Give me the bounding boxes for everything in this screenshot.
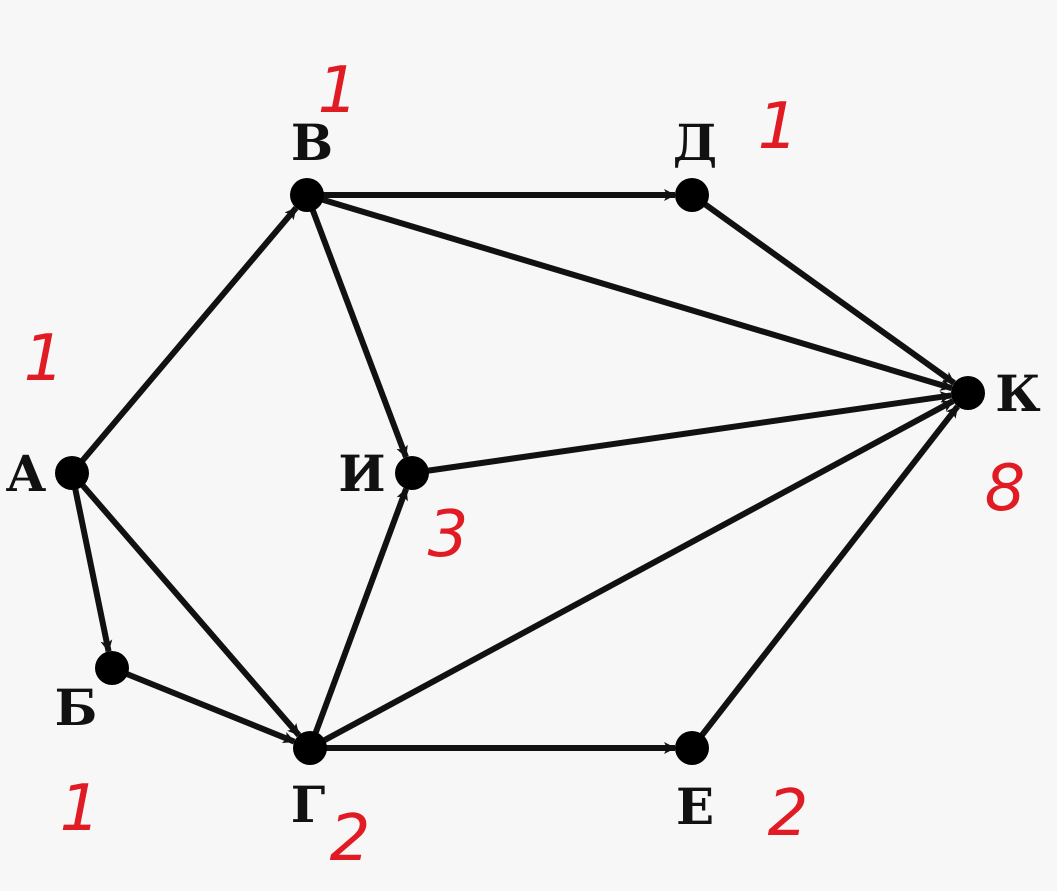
- path-count-K: 8: [985, 452, 1026, 526]
- edge-I-to-K: [417, 391, 953, 476]
- path-count-A: 1: [24, 322, 65, 396]
- node-A: [55, 456, 89, 490]
- path-count-I: 3: [428, 498, 469, 572]
- node-B: [95, 651, 129, 685]
- node-G: [293, 731, 327, 765]
- node-label-A: А: [6, 444, 47, 503]
- edge-E-to-K: [693, 404, 960, 746]
- edge-V-to-I: [306, 199, 409, 459]
- node-K: [951, 376, 985, 410]
- edge-A-to-B: [70, 478, 113, 653]
- node-V: [290, 178, 324, 212]
- node-I: [395, 456, 429, 490]
- edges: [70, 189, 960, 754]
- nodes: [55, 178, 985, 765]
- path-count-G: 2: [330, 802, 371, 876]
- node-label-E: Е: [676, 777, 714, 836]
- node-label-D: Д: [673, 113, 717, 172]
- edge-V-to-K: [311, 193, 953, 391]
- node-label-K: К: [995, 364, 1040, 423]
- node-label-B: Б: [55, 678, 98, 737]
- node-label-V: В: [291, 113, 333, 172]
- edge-B-to-G: [116, 667, 296, 745]
- node-labels: А Б В Г Д И Е К: [6, 113, 1041, 836]
- node-label-G: Г: [291, 775, 326, 834]
- path-count-E: 2: [768, 777, 809, 851]
- path-count-annotations: 1 1 1 2 1 3 2 8: [24, 54, 1026, 876]
- path-count-D: 1: [758, 90, 799, 164]
- node-D: [675, 178, 709, 212]
- path-count-V: 1: [318, 54, 359, 128]
- edge-G-to-I: [309, 487, 409, 744]
- edge-D-to-K: [695, 196, 956, 386]
- path-count-B: 1: [60, 772, 101, 846]
- edge-G-to-K: [313, 398, 955, 748]
- edge-A-to-G: [73, 475, 302, 738]
- edge-A-to-V: [73, 206, 299, 471]
- node-label-I: И: [338, 444, 385, 503]
- node-E: [675, 731, 709, 765]
